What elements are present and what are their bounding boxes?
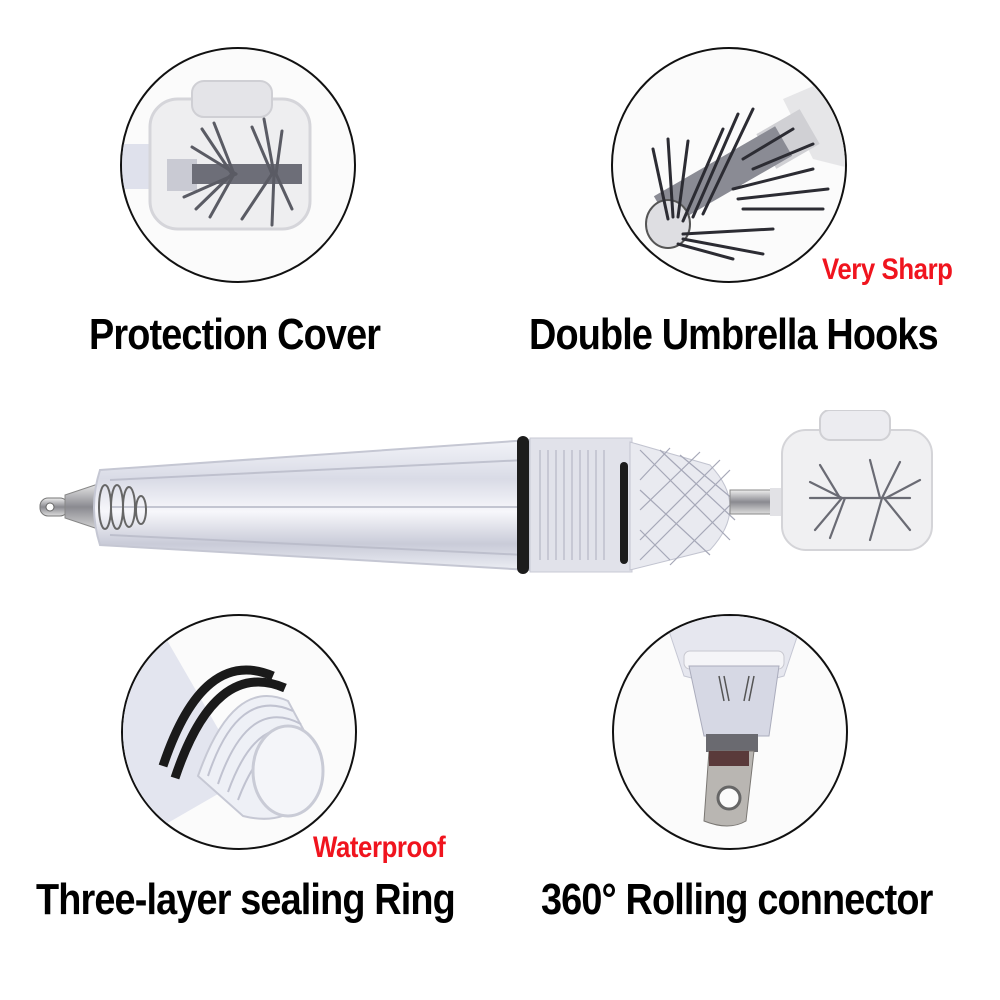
protection-cover-label: Protection Cover <box>89 310 381 359</box>
protection-cover-circle <box>120 47 356 283</box>
umbrella-hooks-closeup-icon <box>645 72 845 261</box>
squid-jig-led-light-icon <box>39 410 933 574</box>
sealing-ring-circle <box>121 614 357 850</box>
rolling-connector-circle <box>612 614 848 850</box>
umbrella-hooks-label: Double Umbrella Hooks <box>529 310 939 359</box>
product-image <box>30 410 970 600</box>
sealing-ring-accent-label: Waterproof <box>313 831 446 864</box>
umbrella-hooks-circle <box>611 47 847 283</box>
hooks-accent-label: Very Sharp <box>822 253 953 286</box>
sealing-ring-closeup-icon <box>123 616 325 828</box>
rolling-connector-label: 360° Rolling connector <box>541 875 933 924</box>
rolling-connector-closeup-icon <box>663 616 805 827</box>
sealing-ring-label: Three-layer sealing Ring <box>36 875 456 924</box>
protection-cover-closeup-icon <box>122 80 312 231</box>
